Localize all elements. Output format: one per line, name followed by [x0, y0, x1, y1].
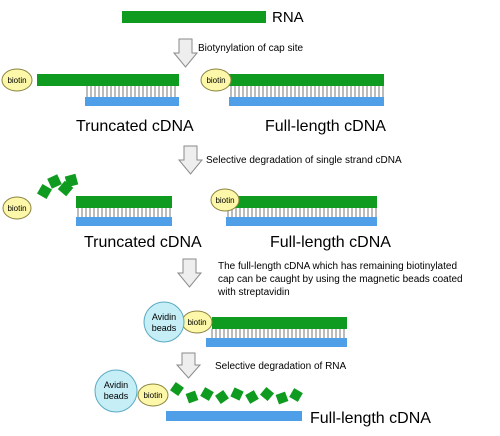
avidin-bead: [143, 301, 185, 343]
biotin-label: biotin: [7, 76, 26, 85]
full-length-label-3: Full-length cDNA: [310, 410, 431, 427]
rna-fragment: [200, 387, 214, 401]
rna-strand: [37, 74, 179, 86]
biotin-label: biotin: [215, 196, 234, 205]
rna-fragment: [259, 386, 275, 402]
step-biotinylation: Biotynylation of cap site: [198, 43, 303, 54]
rna-strand: [226, 196, 377, 208]
base-pair-ladder: [86, 86, 176, 97]
rna-fragment: [275, 391, 289, 405]
step-degradation-rna: Selective degradation of RNA: [215, 361, 347, 372]
cdna-strand: [206, 338, 347, 347]
avidin-label-line-2: beads: [152, 323, 177, 333]
down-arrow-icon: [177, 145, 204, 175]
step-capture-line-2: cap can be caught by using the magnetic …: [218, 274, 463, 285]
full-length-cdna-strand: [166, 411, 302, 421]
base-pair-ladder: [211, 329, 345, 338]
base-pair-ladder: [77, 208, 171, 217]
step-capture-line-1: The full-length cDNA which has remaining…: [218, 261, 457, 272]
rna-fragment: [245, 390, 259, 404]
truncated-hybrid-2: [76, 196, 172, 226]
truncated-hybrid-1: [37, 74, 179, 106]
full-length-label-1: Full-length cDNA: [265, 118, 386, 135]
biotin-cap: [2, 196, 32, 220]
rna-fragment: [185, 390, 199, 404]
down-arrow-icon: [176, 258, 203, 288]
degraded-rna-fragments: [36, 173, 79, 200]
cdna-strand: [229, 97, 384, 106]
biotin-cap: [1, 68, 33, 92]
base-pair-ladder: [230, 86, 384, 97]
rna-fragment: [289, 388, 303, 402]
step-degradation-ss-cdna: Selective degradation of single strand c…: [206, 155, 402, 166]
avidin-label-line-2: beads: [104, 391, 129, 401]
full-length-label-2: Full-length cDNA: [270, 234, 391, 251]
biotin-label: biotin: [206, 76, 225, 85]
rna-strand-top: [122, 11, 266, 23]
biotin-cap: [200, 68, 232, 92]
rna-fragment: [230, 387, 244, 401]
truncated-label-1: Truncated cDNA: [76, 118, 194, 135]
step-capture-line-3: with streptavidin: [217, 287, 290, 298]
cdna-strand: [226, 217, 377, 226]
captured-full-length-hybrid: [206, 317, 347, 347]
biotin-cap: [210, 188, 240, 212]
rna-fragment: [64, 173, 79, 188]
down-arrow-icon: [172, 38, 199, 68]
down-arrow-icon: [175, 352, 202, 379]
base-pair-ladder: [227, 208, 377, 217]
avidin-label-line-1: Avidin: [152, 312, 176, 322]
rna-strand: [212, 317, 347, 329]
full-length-hybrid-1: [229, 74, 384, 106]
rna-fragment: [170, 382, 184, 396]
degraded-rna-fragments: [170, 382, 303, 405]
rna-fragment: [215, 390, 229, 404]
truncated-label-2: Truncated cDNA: [84, 234, 202, 251]
biotin-cap: [137, 383, 169, 407]
rna-label: RNA: [272, 9, 304, 26]
avidin-bead: [94, 369, 138, 413]
cdna-strand: [85, 97, 179, 106]
biotin-label: biotin: [143, 391, 162, 400]
rna-strand: [229, 74, 384, 86]
full-length-hybrid-2: [226, 196, 377, 226]
rna-fragment: [36, 183, 53, 200]
avidin-label-line-1: Avidin: [104, 380, 128, 390]
biotin-label: biotin: [187, 318, 206, 327]
rna-fragment: [47, 174, 62, 189]
biotin-label: biotin: [7, 204, 26, 213]
rna-strand: [76, 196, 172, 208]
cdna-strand: [76, 217, 172, 226]
